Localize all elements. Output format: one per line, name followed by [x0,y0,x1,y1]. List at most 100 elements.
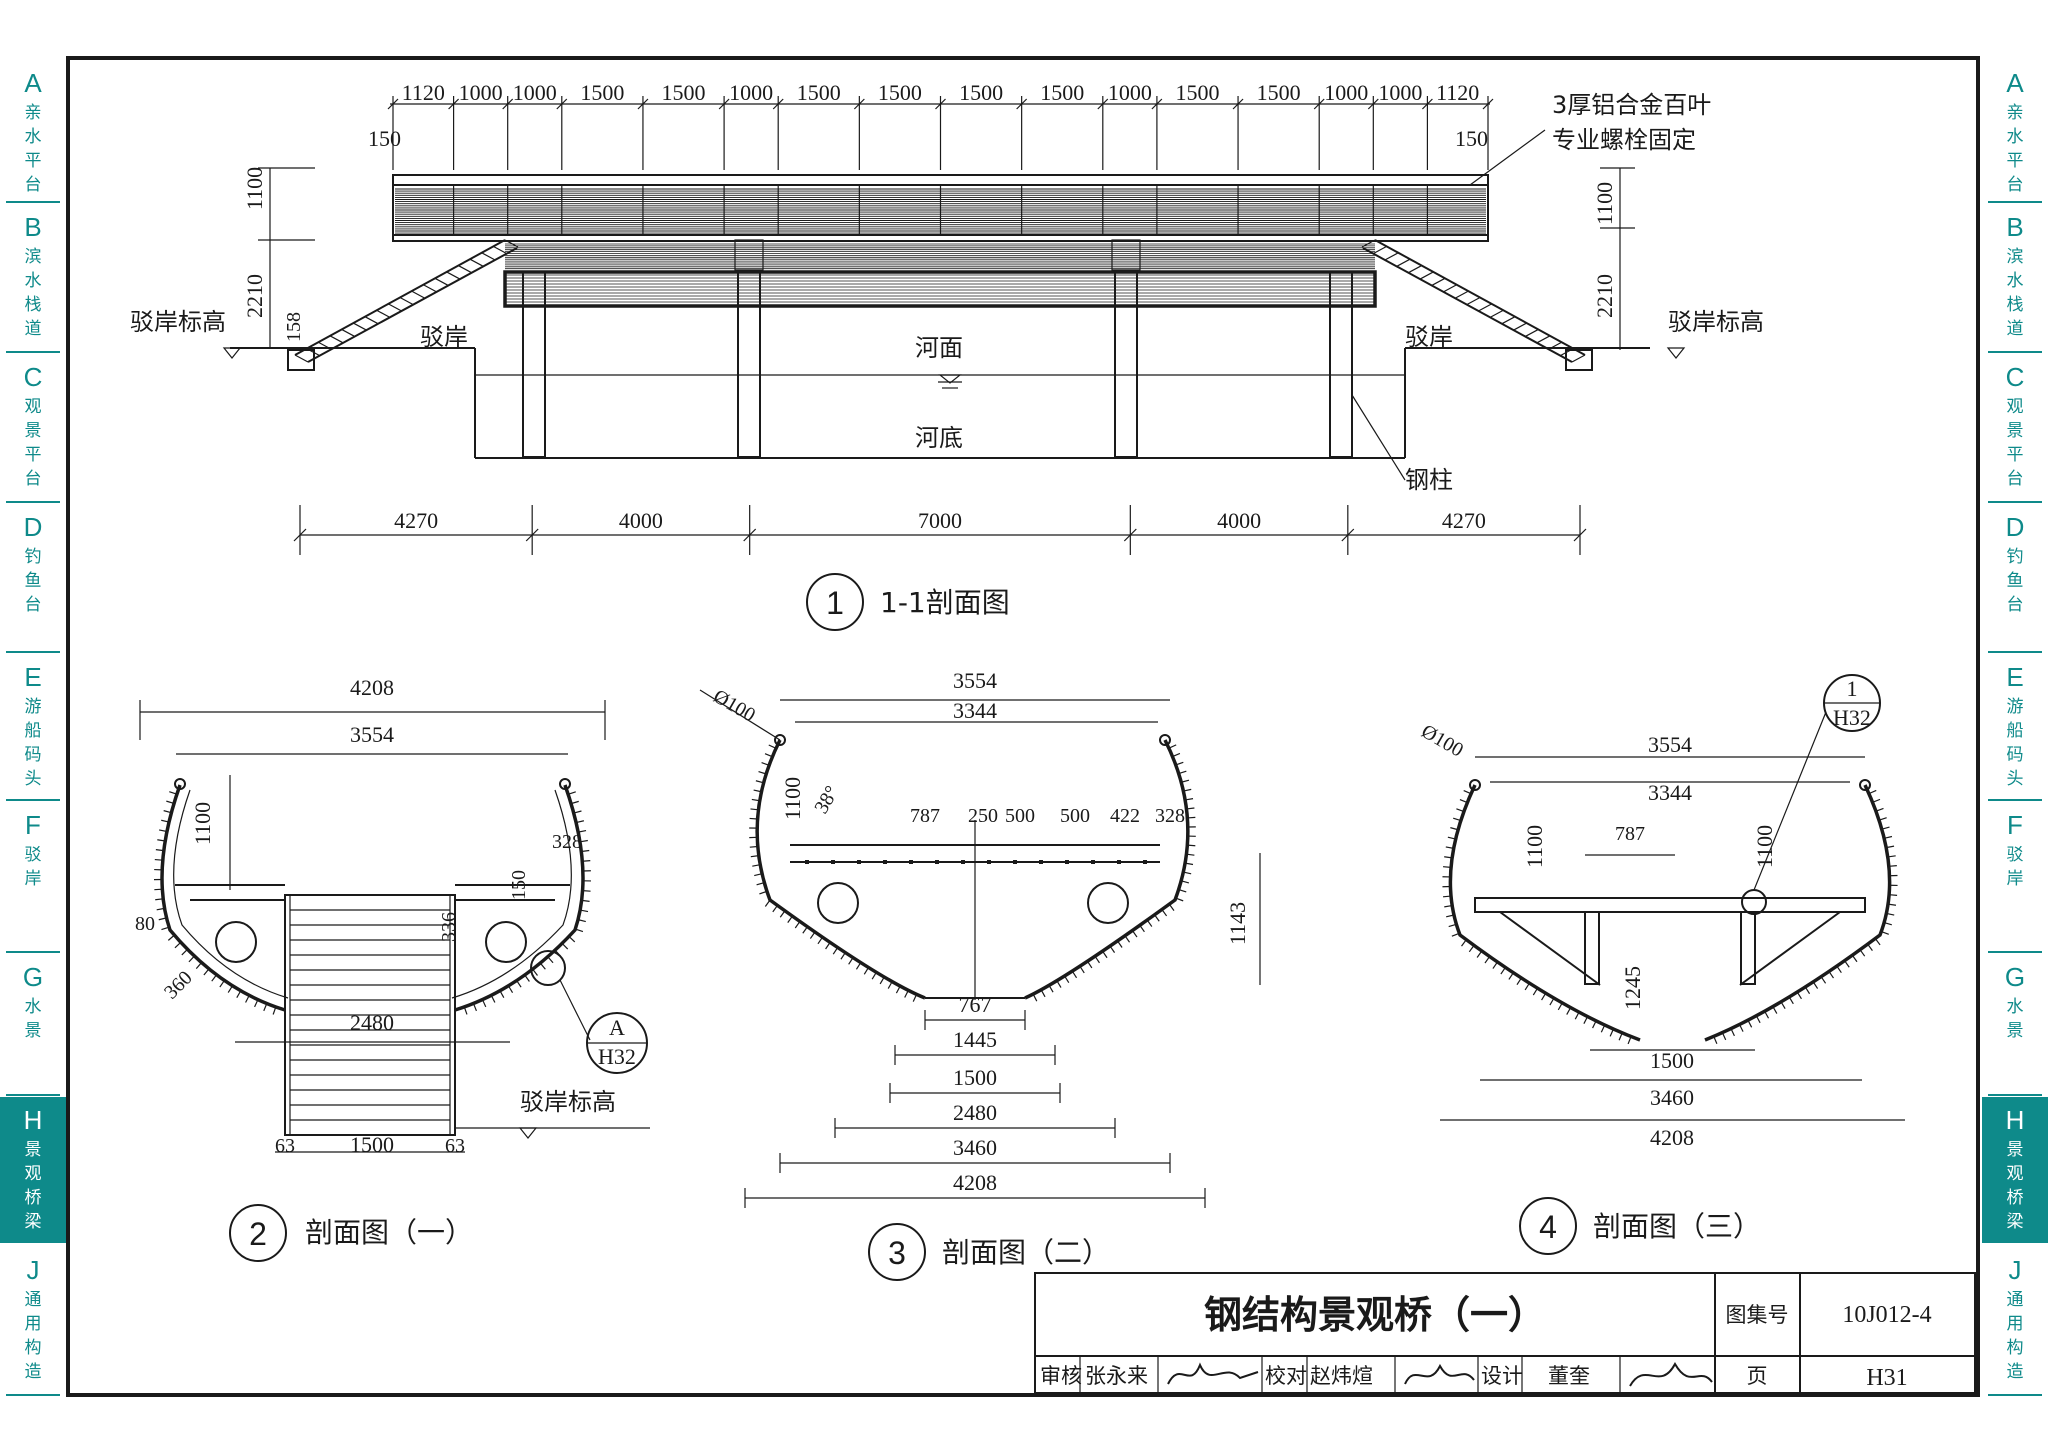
bottom-dim-label: 4270 [394,508,438,533]
checker: 赵炜煊 [1310,1364,1373,1388]
s3-d-500b: 500 [1060,805,1090,827]
top-dim-label: 1120 [402,80,445,105]
side-tab-f[interactable]: F驳岸 [1988,810,2042,953]
top-dim-label: 1000 [1378,80,1422,105]
side-tab-letter: H [24,1105,43,1135]
side-tab-char: 滨 [2007,247,2024,267]
side-tab-char: 游 [2007,697,2024,717]
top-dim-label: 1120 [1436,80,1479,105]
s3-w-3554: 3554 [953,668,997,693]
side-tab-letter: J [27,1255,40,1285]
side-tab-char: 观 [2007,397,2024,417]
caption-4: 剖面图（三） [1593,1210,1761,1243]
caption-4-number: 4 [1539,1209,1557,1245]
atlas-label: 图集号 [1726,1303,1789,1327]
reviewer-signature [1167,1362,1259,1385]
caption-3: 剖面图（二） [942,1236,1110,1269]
side-tab-char: 鱼 [25,571,42,591]
page-number: H31 [1866,1365,1907,1391]
side-tab-char: 造 [2007,1362,2024,1382]
bank-right: 驳岸 [1405,323,1453,351]
designer-signature [1629,1361,1713,1387]
s3-d-pipe: Ø100 [710,685,759,726]
side-tab-char: 梁 [25,1212,42,1232]
reviewer: 张永来 [1085,1364,1148,1388]
s4-w-3344: 3344 [1648,780,1692,805]
side-tab-f[interactable]: F驳岸 [6,810,60,953]
side-tab-char: 道 [2007,319,2024,339]
s2-ref-letter: A [609,1015,625,1040]
s2-w-63b: 63 [445,1135,465,1157]
side-tab-char: 游 [25,697,42,717]
drawing-frame [66,56,1980,1397]
s4-h-1100a: 1100 [1522,825,1547,868]
side-tab-letter: C [2006,362,2025,392]
s3-h-1100: 1100 [780,777,805,820]
s3-d-787: 787 [910,805,940,827]
side-tab-char: 水 [25,127,42,147]
side-tab-char: 道 [25,319,42,339]
side-tab-g[interactable]: G水景 [1988,962,2042,1096]
s2-bank-elev: 驳岸标高 [520,1088,616,1116]
side-tab-char: 梁 [2007,1212,2024,1232]
side-tab-char: 岸 [2007,869,2024,889]
s4-w-3554: 3554 [1648,732,1692,757]
side-tab-letter: D [24,512,43,542]
s2-w-63a: 63 [275,1135,295,1157]
side-tab-char: 景 [25,1140,42,1160]
right-height-1100: 1100 [1592,182,1617,225]
end-dim-right: 150 [1455,126,1488,151]
side-tab-g[interactable]: G水景 [6,962,60,1096]
side-tab-char: 头 [25,769,42,789]
s3-bottom-dim-label: 1500 [953,1065,997,1090]
atlas-number: 10J012-4 [1842,1302,1931,1328]
s3-d-500a: 500 [1005,805,1035,827]
side-tab-char: 造 [25,1362,42,1382]
side-tab-char: 通 [25,1290,42,1310]
s4-ref-num: 1 [1847,676,1858,701]
s4-w-3460: 3460 [1650,1085,1694,1110]
side-tab-char: 驳 [25,845,42,865]
side-tab-letter: A [24,68,42,98]
s3-bottom-dim-label: 3460 [953,1135,997,1160]
top-dim-label: 1500 [662,80,706,105]
s3-d-422: 422 [1110,805,1140,827]
top-dim-label: 1000 [1108,80,1152,105]
side-tab-char: 船 [25,721,42,741]
side-tab-letter: J [2009,1255,2022,1285]
bottom-dim-label: 7000 [918,508,962,533]
side-tab-char: 岸 [25,869,42,889]
side-tab-letter: F [2007,810,2023,840]
s2-w-1500: 1500 [350,1132,394,1157]
top-dim-label: 1500 [580,80,624,105]
top-dim-label: 1500 [878,80,922,105]
s2-d-360: 360 [160,967,197,1004]
top-dim-label: 1500 [1175,80,1219,105]
bottom-dim-label: 4000 [1217,508,1261,533]
section-2: 4208 3554 1100 80 360 328 150 336 2480 1… [135,675,650,1262]
side-tab-char: 台 [25,469,42,489]
section-4: 3554 3344 Ø100 1100 1100 787 1245 1500 3… [1418,674,1905,1255]
water-surface: 河面 [915,334,963,362]
side-tab-char: 观 [25,1164,42,1184]
caption-1-number: 1 [826,585,844,621]
s3-bottom-dim-label: 1445 [953,1027,997,1052]
s4-d-pipe: Ø100 [1418,720,1467,761]
